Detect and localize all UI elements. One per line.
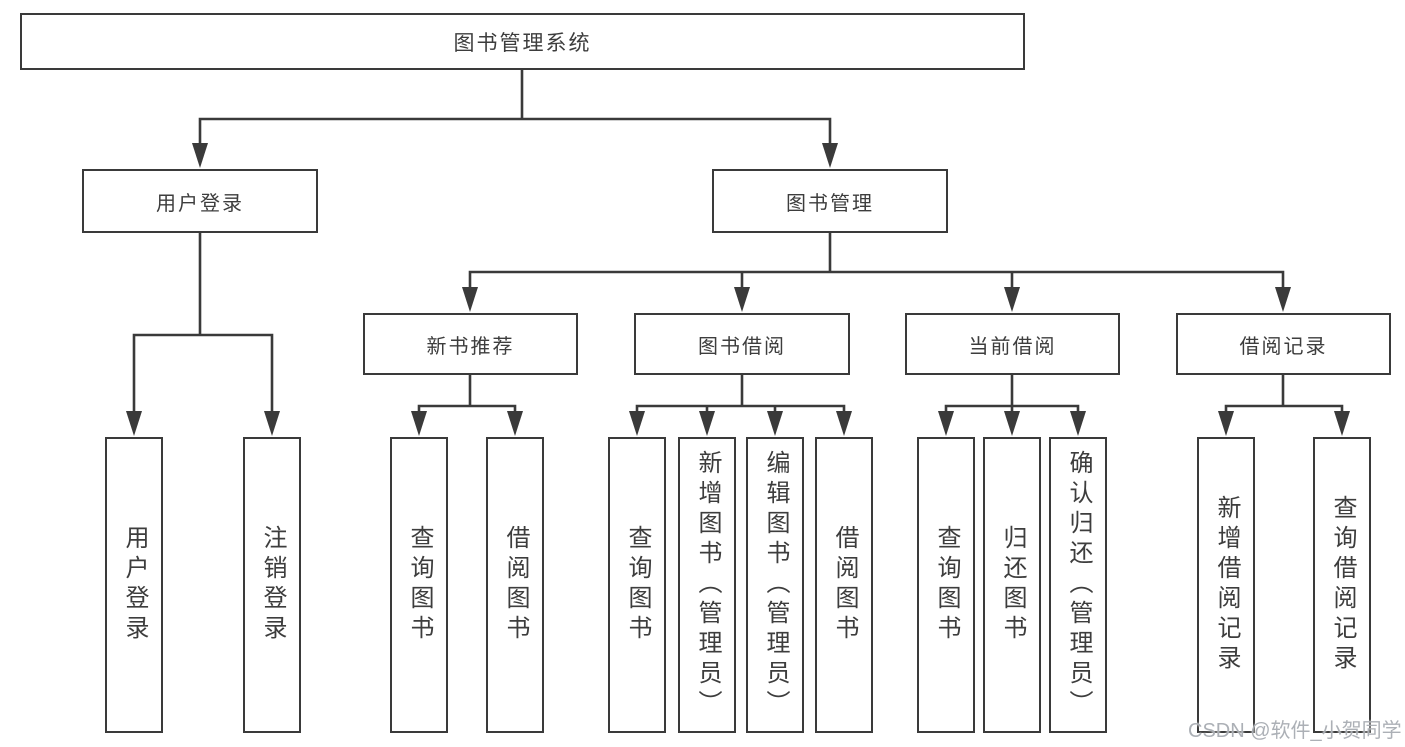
leaf-query-books-current: 查询图书 — [917, 437, 975, 733]
node-label: 注销登录 — [259, 525, 286, 645]
leaf-add-book-admin: 新增图书（管理员） — [678, 437, 736, 733]
arrow-icon — [1275, 287, 1291, 312]
connector-borrow-tee — [635, 404, 846, 414]
arrow-icon — [1070, 411, 1086, 436]
node-book-management: 图书管理 — [712, 169, 948, 233]
node-label: 图书借阅 — [698, 335, 786, 358]
arrow-icon — [629, 411, 645, 436]
connector-login-tee — [132, 333, 274, 414]
arrow-icon — [699, 411, 715, 436]
arrow-icon — [462, 287, 478, 312]
connector-current-tee — [944, 404, 1080, 414]
leaf-borrow-books: 借阅图书 — [815, 437, 873, 733]
leaf-return-book: 归还图书 — [983, 437, 1041, 733]
arrow-icon — [192, 143, 208, 168]
node-label: 图书管理 — [786, 192, 874, 215]
csdn-watermark: CSDN @软件_小贺同学 — [1188, 720, 1402, 742]
leaf-user-login: 用户登录 — [105, 437, 163, 733]
arrow-icon — [836, 411, 852, 436]
arrow-icon — [264, 411, 280, 436]
leaf-add-borrow-record: 新增借阅记录 — [1197, 437, 1255, 733]
leaf-confirm-return-admin: 确认归还（管理员） — [1049, 437, 1107, 733]
arrow-icon — [507, 411, 523, 436]
node-label: 图书管理系统 — [453, 31, 592, 55]
node-label: 新增借阅记录 — [1213, 495, 1240, 675]
connector-records-tee — [1224, 404, 1344, 414]
node-library-system: 图书管理系统 — [20, 13, 1025, 70]
arrow-icon — [767, 411, 783, 436]
arrow-icon — [822, 143, 838, 168]
node-new-book-recommend: 新书推荐 — [363, 313, 578, 375]
leaf-edit-book-admin: 编辑图书（管理员） — [746, 437, 804, 733]
node-label: 当前借阅 — [968, 335, 1057, 358]
node-label: 归还图书 — [999, 525, 1026, 645]
leaf-query-borrow-record: 查询借阅记录 — [1313, 437, 1371, 733]
arrow-icon — [1004, 411, 1020, 436]
node-current-borrow: 当前借阅 — [905, 313, 1120, 375]
node-label: 查询借阅记录 — [1329, 495, 1356, 675]
arrow-icon — [734, 287, 750, 312]
arrow-icon — [1218, 411, 1234, 436]
node-label: 查询图书 — [624, 525, 651, 645]
arrow-icon — [1004, 287, 1020, 312]
node-borrow-records: 借阅记录 — [1176, 313, 1391, 375]
arrow-icon — [126, 411, 142, 436]
leaf-query-books-recommend: 查询图书 — [390, 437, 448, 733]
connector-root-tee — [198, 117, 832, 146]
leaf-logout: 注销登录 — [243, 437, 301, 733]
connector-mgmt-tee — [468, 270, 1285, 290]
node-label: 查询图书 — [406, 525, 433, 645]
node-label: 确认归还（管理员） — [1065, 450, 1092, 720]
connector-newbook-tee — [417, 404, 517, 414]
leaf-query-books-borrow: 查询图书 — [608, 437, 666, 733]
node-label: 借阅记录 — [1239, 335, 1328, 358]
node-label: 编辑图书（管理员） — [762, 450, 789, 720]
node-label: 查询图书 — [933, 525, 960, 645]
node-label: 新增图书（管理员） — [694, 450, 721, 720]
node-label: 借阅图书 — [831, 525, 858, 645]
node-label: 用户登录 — [156, 192, 244, 215]
leaf-borrow-books-recommend: 借阅图书 — [486, 437, 544, 733]
arrow-icon — [938, 411, 954, 436]
arrow-icon — [1334, 411, 1350, 436]
node-label: 用户登录 — [121, 525, 148, 645]
node-label: 借阅图书 — [502, 525, 529, 645]
node-book-borrow: 图书借阅 — [634, 313, 850, 375]
node-user-login: 用户登录 — [82, 169, 318, 233]
node-label: 新书推荐 — [426, 335, 515, 358]
arrow-icon — [411, 411, 427, 436]
